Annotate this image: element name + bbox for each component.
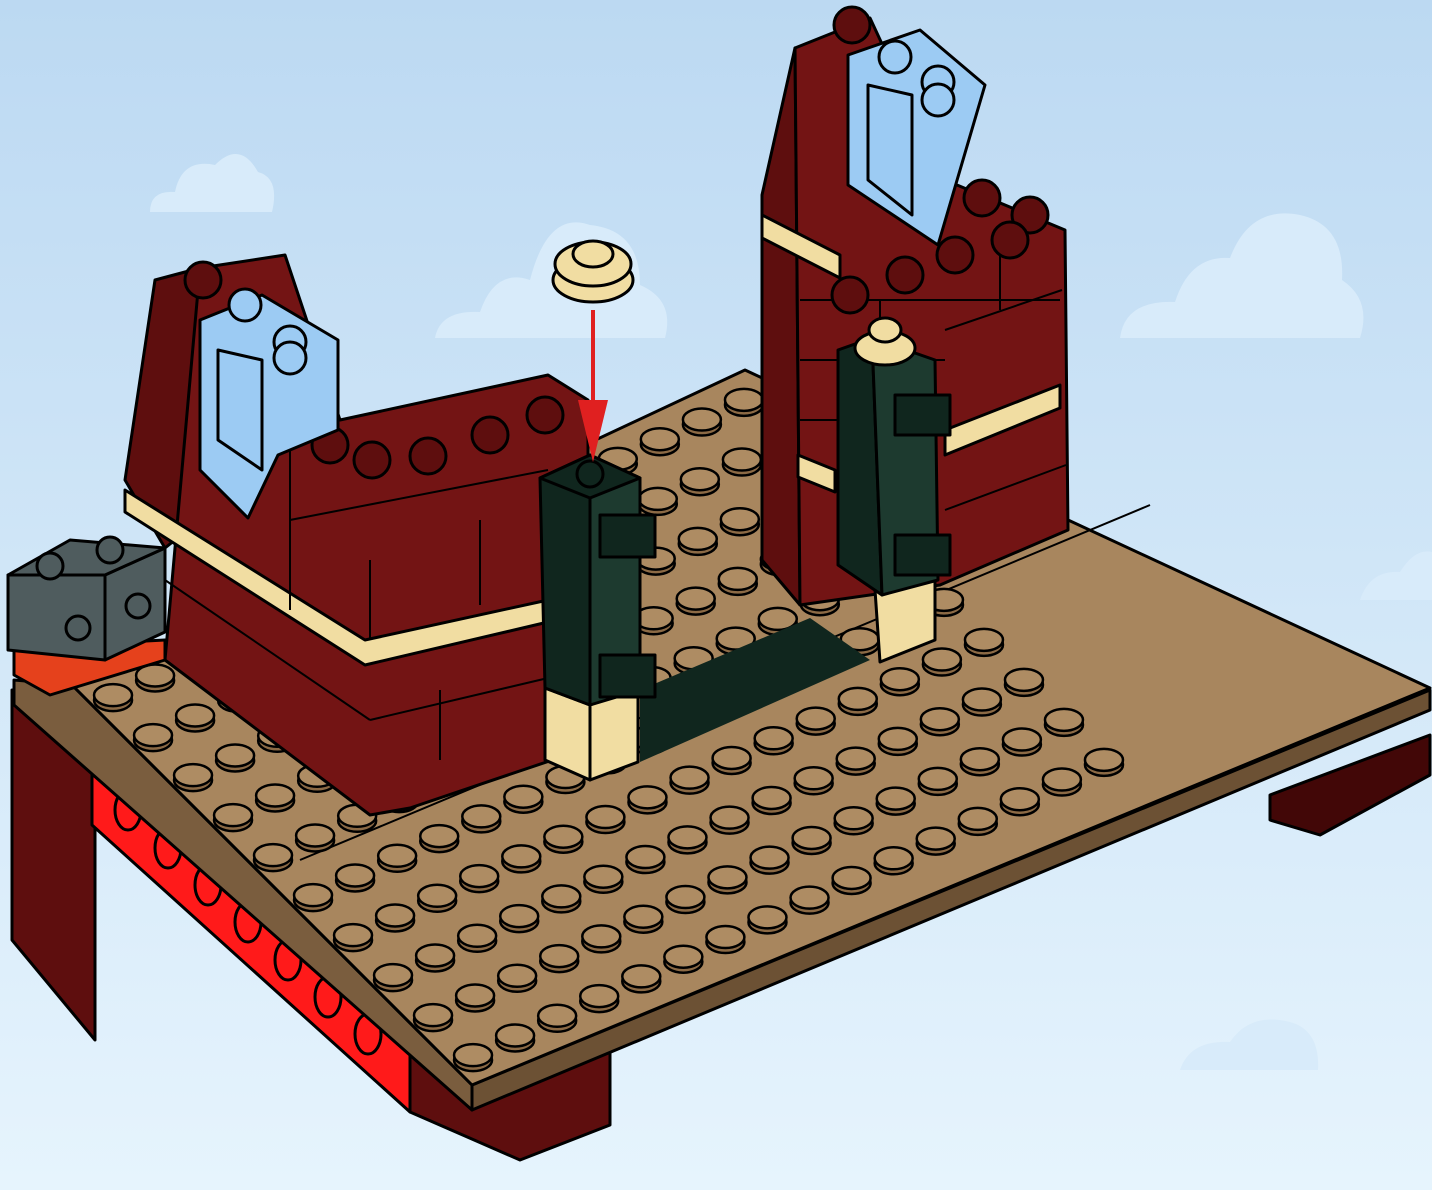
stud xyxy=(706,926,744,948)
stud xyxy=(498,965,536,987)
stud xyxy=(919,768,957,790)
stud xyxy=(963,689,1001,711)
stud xyxy=(622,965,660,987)
stud xyxy=(917,828,955,850)
stud xyxy=(504,786,542,808)
stud xyxy=(496,1024,534,1046)
stud xyxy=(462,805,500,827)
stud xyxy=(1085,749,1123,771)
stud xyxy=(94,684,132,706)
stud xyxy=(748,906,786,928)
stud xyxy=(416,944,454,966)
stud xyxy=(134,724,172,746)
stud xyxy=(721,508,759,530)
stud xyxy=(681,468,719,490)
stud xyxy=(214,804,252,826)
stud xyxy=(460,865,498,887)
stud xyxy=(639,488,677,510)
stud xyxy=(713,747,751,769)
stud xyxy=(458,925,496,947)
stud xyxy=(1003,729,1041,751)
stud xyxy=(420,825,458,847)
stud xyxy=(753,787,791,809)
stud xyxy=(793,827,831,849)
stud xyxy=(959,808,997,830)
stud xyxy=(837,748,875,770)
stud xyxy=(683,409,721,431)
stud xyxy=(719,568,757,590)
stud xyxy=(542,885,580,907)
stud xyxy=(723,449,761,471)
stud xyxy=(624,906,662,928)
stud xyxy=(1005,669,1043,691)
stud xyxy=(881,668,919,690)
stud xyxy=(500,905,538,927)
stud xyxy=(668,826,706,848)
stud xyxy=(921,708,959,730)
stud xyxy=(833,867,871,889)
stud xyxy=(965,629,1003,651)
stud xyxy=(580,985,618,1007)
stud xyxy=(626,846,664,868)
stud xyxy=(582,925,620,947)
stud xyxy=(544,826,582,848)
stud xyxy=(961,748,999,770)
stud xyxy=(254,844,292,866)
stud xyxy=(751,847,789,869)
stud xyxy=(1043,769,1081,791)
stud xyxy=(296,824,334,846)
stud xyxy=(256,784,294,806)
stud xyxy=(797,708,835,730)
stud xyxy=(538,1005,576,1027)
stud xyxy=(677,588,715,610)
stud xyxy=(174,764,212,786)
stud xyxy=(418,885,456,907)
stud xyxy=(216,744,254,766)
grey-brick-front xyxy=(8,575,105,660)
stud xyxy=(540,945,578,967)
stud xyxy=(877,788,915,810)
stud xyxy=(755,727,793,749)
stud xyxy=(641,428,679,450)
stud xyxy=(923,649,961,671)
stud xyxy=(879,728,917,750)
stud xyxy=(376,904,414,926)
stud xyxy=(671,767,709,789)
stud xyxy=(666,886,704,908)
stud xyxy=(1045,709,1083,731)
round-plate-icon xyxy=(553,241,633,302)
stud xyxy=(1001,788,1039,810)
stud xyxy=(875,847,913,869)
stud xyxy=(791,887,829,909)
stud xyxy=(374,964,412,986)
stud xyxy=(839,688,877,710)
stud xyxy=(294,884,332,906)
post-left xyxy=(540,455,655,780)
stud xyxy=(711,807,749,829)
stud xyxy=(586,806,624,828)
stud xyxy=(584,866,622,888)
stud xyxy=(378,845,416,867)
stud xyxy=(176,704,214,726)
stud xyxy=(679,528,717,550)
stud xyxy=(835,807,873,829)
stud xyxy=(628,786,666,808)
stud xyxy=(502,845,540,867)
stud xyxy=(708,866,746,888)
stud xyxy=(336,864,374,886)
stud xyxy=(795,767,833,789)
stud xyxy=(664,946,702,968)
stud xyxy=(725,389,763,411)
stud xyxy=(414,1004,452,1026)
stud xyxy=(334,924,372,946)
stud xyxy=(454,1044,492,1066)
stud xyxy=(456,984,494,1006)
